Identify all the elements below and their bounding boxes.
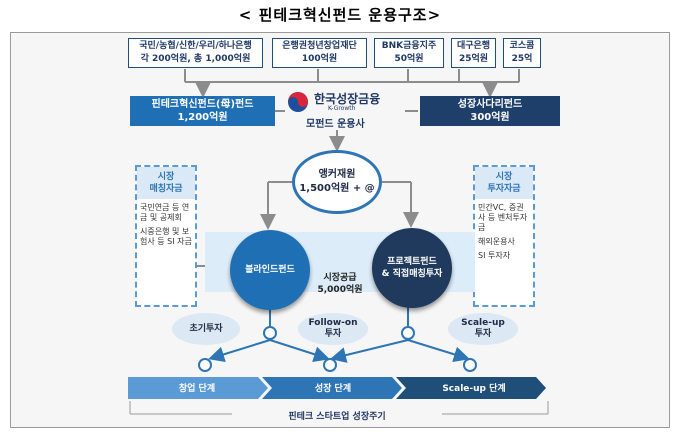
kgrowth-logo: 한국성장금융 K-Growth 모펀드 운용사	[280, 88, 410, 130]
market-investment-head: 시장 투자자금	[475, 167, 533, 199]
source-name: BNK금융지주	[381, 41, 437, 51]
oval-label: 초기투자	[189, 323, 223, 334]
market-supply-amount: 5,000억원	[317, 285, 363, 295]
market-matching-list: 국민연금 등 연금 및 공제회 시중은행 및 보험사 등 SI 자금	[137, 199, 195, 255]
stage-label-startup: 창업 단계	[178, 383, 216, 394]
side-head-line: 매칭자금	[149, 184, 183, 194]
stage-label-growth: 성장 단계	[314, 383, 352, 394]
tree-node	[463, 358, 477, 372]
mother-fund-box: 핀테크혁신펀드(母)펀드 1,200억원	[130, 96, 275, 126]
market-investment-box: 시장 투자자금 민간VC, 증권사 등 벤처투자금 해외운용사 SI 투자자	[473, 165, 535, 307]
anchor-fund-circle: 앵커재원 1,500억원 + @	[292, 150, 382, 214]
ladder-fund-name: 성장사다리펀드	[457, 99, 523, 110]
stage-chevron-growth	[262, 377, 402, 399]
oval-label: Follow-on	[308, 318, 358, 328]
taeguk-icon	[288, 92, 308, 112]
source-box-daegu: 대구은행 25억원	[451, 38, 496, 68]
source-name: 국민/농협/신한/우리/하나은행	[139, 41, 252, 51]
blind-fund-label: 블라인드펀드	[245, 265, 295, 275]
source-amount: 25억	[511, 54, 533, 64]
mother-fund-name: 핀테크혁신펀드(母)펀드	[151, 99, 254, 110]
mother-fund-amount: 1,200억원	[177, 112, 228, 123]
page-title: < 핀테크혁신펀드 운용구조>	[238, 6, 442, 24]
logo-caption: 모펀드 운용사	[306, 119, 365, 130]
source-name: 코스콤	[509, 41, 535, 51]
tree-node	[198, 358, 212, 372]
list-item: 해외운용사	[478, 237, 515, 246]
logo-sub: K-Growth	[328, 105, 356, 112]
oval-label: 투자	[474, 329, 492, 339]
market-matching-box: 시장 매칭자금 국민연금 등 연금 및 공제회 시중은행 및 보험사 등 SI …	[135, 165, 197, 307]
stage-chevron-scaleup	[396, 377, 546, 399]
market-matching-head: 시장 매칭자금	[137, 167, 195, 199]
growth-cycle-footer: 핀테크 스타트업 성장주기	[232, 409, 442, 422]
stage-chevron-startup	[128, 377, 268, 399]
oval-label: 투자	[324, 329, 342, 339]
project-fund-line: & 직접매칭투자	[381, 269, 443, 279]
side-head-line: 시장	[157, 172, 175, 182]
project-fund-circle: 프로젝트펀드 & 직접매칭투자	[372, 228, 452, 308]
source-amount: 각 200억원, 총 1,000억원	[140, 54, 251, 64]
ladder-fund-box: 성장사다리펀드 300억원	[420, 96, 560, 126]
tree-node	[323, 358, 337, 372]
source-box-koscom: 코스콤 25억	[503, 38, 541, 68]
list-item: 시중은행 및 보험사 등 SI 자금	[140, 227, 192, 246]
project-fund-line: 프로젝트펀드	[387, 257, 437, 267]
project-fund-label: 프로젝트펀드 & 직접매칭투자	[382, 256, 443, 280]
oval-label: Scale-up	[461, 318, 505, 328]
source-box-foundation: 은행권청년창업재단 100억원	[272, 38, 367, 68]
anchor-amount: 1,500억원 + @	[299, 183, 375, 194]
market-supply-title: 시장공급	[323, 273, 357, 283]
market-supply-label: 시장공급 5,000억원	[300, 272, 380, 296]
early-investment-oval: 초기투자	[172, 313, 240, 345]
list-item: 민간VC, 증권사 등 벤처투자금	[478, 203, 528, 232]
source-name: 은행권청년창업재단	[282, 41, 357, 51]
stage-arrows	[128, 377, 546, 399]
source-box-bnk: BNK금융지주 50억원	[374, 38, 444, 68]
source-amount: 25억원	[458, 54, 489, 64]
source-name: 대구은행	[456, 41, 491, 51]
source-box-banks: 국민/농협/신한/우리/하나은행 각 200억원, 총 1,000억원	[128, 38, 263, 68]
scaleup-investment-oval: Scale-up 투자	[448, 313, 518, 345]
source-amount: 50억원	[394, 54, 424, 64]
tree-node	[263, 326, 277, 340]
followon-investment-oval: Follow-on 투자	[298, 313, 368, 345]
ladder-fund-amount: 300억원	[470, 112, 510, 123]
list-item: SI 투자자	[478, 251, 511, 260]
stage-label-scaleup: Scale-up 단계	[442, 383, 506, 394]
market-investment-list: 민간VC, 증권사 등 벤처투자금 해외운용사 SI 투자자	[475, 199, 533, 269]
side-head-line: 시장	[495, 172, 513, 182]
side-head-line: 투자자금	[487, 184, 521, 194]
tree-node	[401, 326, 415, 340]
blind-fund-circle: 블라인드펀드	[230, 230, 310, 310]
list-item: 국민연금 등 연금 및 공제회	[140, 203, 190, 222]
source-amount: 100억원	[301, 54, 338, 64]
logo-name: 한국성장금융	[314, 92, 381, 106]
anchor-title: 앵커재원	[318, 169, 356, 180]
